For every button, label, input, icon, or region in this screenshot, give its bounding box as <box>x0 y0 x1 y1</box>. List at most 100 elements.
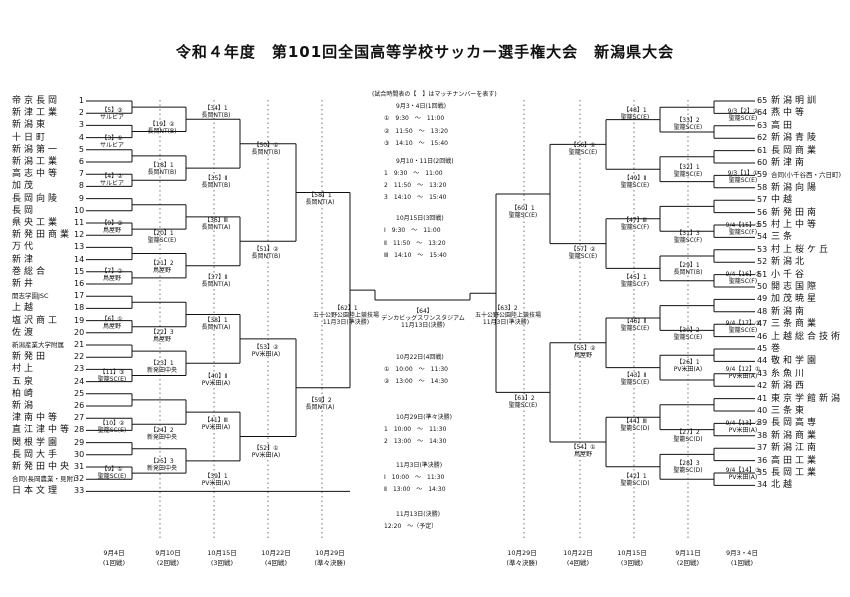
schedule-line: Ⅰ 9:30 ～ 11:00 <box>384 227 441 234</box>
right-team-name: 村上中等 <box>771 220 820 230</box>
right-round-name: (準々決勝) <box>506 559 538 567</box>
left-team-name: 直江津中等 <box>12 425 73 436</box>
right-match-label: 9/4【17】③ <box>725 320 761 327</box>
right-round-name: (1回戦) <box>730 559 754 567</box>
right-match-label: 【29】1 <box>676 262 700 269</box>
right-team-name: 糸魚川 <box>771 368 808 379</box>
right-match-venue: PV米田(A) <box>673 366 703 373</box>
right-match-label: 【60】1 <box>511 205 535 212</box>
right-match-label: 【54】① <box>570 444 596 451</box>
semi-label-left: 【62】1 <box>334 305 358 312</box>
schedule-line: ① 10:00 ～ 11:30 <box>384 366 448 373</box>
left-team-name: 新井 <box>12 279 37 289</box>
left-team-number: 31 <box>74 462 85 471</box>
schedule-line: 10月22日(4回戦) <box>396 354 444 361</box>
left-match-label: 【38】1 <box>204 317 228 324</box>
right-match-label: 9/3【2】② <box>727 108 759 115</box>
right-team-name: 長岡高専 <box>771 418 820 429</box>
left-team-number: 10 <box>74 205 85 215</box>
left-match-label: 【37】Ⅱ <box>204 274 228 281</box>
right-team-name: 新潟向陽 <box>771 182 820 193</box>
page-title: 令和４年度 第101回全国高等学校サッカー選手権大会 新潟県大会 <box>175 43 675 61</box>
left-team-name: 佐渡 <box>12 327 37 338</box>
left-team-number: 23 <box>74 364 85 374</box>
right-match-label: 9/4【16】② <box>725 271 761 278</box>
schedule-line: 2 13:00 ～ 14:30 <box>384 438 447 445</box>
right-match-venue: PV米田(A) <box>728 427 758 434</box>
left-match-venue: 新発田中央 <box>146 434 177 441</box>
right-team-number: 48 <box>757 306 768 316</box>
right-team-name: 高田 <box>771 120 796 131</box>
right-team-name: 燕中等 <box>771 108 808 119</box>
right-match-venue: 鳥屋野 <box>573 451 592 458</box>
right-team-number: 36 <box>757 455 768 465</box>
right-match-venue: 聖籠SC(D) <box>620 480 650 487</box>
right-team-name: 合同(小千谷西・六日町) <box>771 171 842 180</box>
right-team-number: 58 <box>757 182 768 192</box>
right-match-label: 9/4【14】③ <box>725 467 761 474</box>
right-team-name: 敬和学園 <box>771 356 820 367</box>
left-match-label: 【50】① <box>253 142 279 149</box>
left-team-number: 22 <box>74 352 85 362</box>
left-team-number: 27 <box>74 413 85 423</box>
right-match-venue: 聖籠SC(D) <box>620 425 650 432</box>
left-match-label: 【21】2 <box>150 260 174 267</box>
right-team-number: 46 <box>757 331 768 341</box>
right-round-date: 10月15日 <box>617 549 647 557</box>
left-team-number: 5 <box>78 144 84 154</box>
left-team-number: 18 <box>74 303 85 313</box>
right-team-name: 村上桜ケ丘 <box>771 244 832 255</box>
schedule-line: ② 11:50 ～ 13:20 <box>384 128 448 135</box>
left-match-venue: 聖籠SC(E) <box>97 473 127 480</box>
left-team-name: 新発田商業 <box>12 230 73 241</box>
left-team-number: 14 <box>74 254 85 264</box>
right-round-date: 9月11日 <box>675 549 701 557</box>
right-match-label: 【44】Ⅲ <box>623 418 647 425</box>
right-match-label: 9/4【13】② <box>725 420 761 427</box>
right-match-label: 【33】2 <box>676 117 700 124</box>
left-team-name: 新潟産業大学附属 <box>12 341 64 349</box>
left-team-name: 開志学園JSC <box>12 292 49 301</box>
left-match-label: 【24】2 <box>150 427 174 434</box>
left-match-venue: 新発田中央 <box>146 465 177 472</box>
left-team-number: 6 <box>78 157 84 166</box>
left-team-number: 1 <box>78 96 84 105</box>
left-match-venue: 長岡NT(B) <box>147 128 177 135</box>
left-match-label: 【34】1 <box>204 105 228 112</box>
left-match-venue: 長岡NT(A) <box>201 281 231 288</box>
final-date: 11月13日(決勝) <box>401 322 445 329</box>
left-team-number: 15 <box>74 266 85 276</box>
left-match-label: 【22】3 <box>150 329 174 336</box>
schedule-line: 3 14:10 ～ 15:40 <box>384 194 447 201</box>
left-team-name: 柏崎 <box>12 388 37 399</box>
schedule-line: 11月3日(準決勝) <box>396 462 443 469</box>
left-match-venue: PV米田(A) <box>201 380 231 387</box>
left-team-name: 長岡大手 <box>12 449 61 460</box>
left-match-venue: PV米田(A) <box>201 424 231 431</box>
left-team-name: 新潟工業 <box>12 157 61 167</box>
right-match-label: 【31】3 <box>676 230 700 237</box>
left-match-label: 【6】① <box>101 316 123 323</box>
right-team-number: 60 <box>757 158 768 167</box>
right-match-label: 【56】① <box>570 142 596 149</box>
right-match-label: 【26】1 <box>676 359 700 366</box>
left-match-venue: 長岡NT(A) <box>201 324 231 331</box>
left-match-label: 【40】Ⅱ <box>204 373 228 380</box>
right-match-label: 【48】1 <box>623 107 647 114</box>
left-match-venue: 鳥屋野 <box>152 336 171 343</box>
schedule-line: 1 9:30 ～ 11:00 <box>384 170 443 177</box>
right-team-name: 新潟明訓 <box>771 96 820 106</box>
left-match-label: 【3】① <box>101 135 123 142</box>
left-team-name: 五泉 <box>12 376 37 387</box>
left-team-number: 20 <box>74 327 85 337</box>
right-match-label: 9/4【15】③ <box>725 222 761 229</box>
left-team-number: 7 <box>78 169 84 179</box>
right-match-venue: 長岡NT(B) <box>673 269 703 276</box>
left-match-venue: 長岡NT(B) <box>201 182 231 189</box>
schedule-line: 11月13日(決勝) <box>396 511 440 518</box>
left-match-venue: 鳥屋野 <box>102 323 121 330</box>
right-match-venue: 聖籠SC(F) <box>728 278 758 285</box>
left-match-label: 【5】③ <box>101 107 123 114</box>
right-match-venue: 聖籠SC(E) <box>620 325 650 332</box>
right-team-number: 57 <box>757 195 768 205</box>
